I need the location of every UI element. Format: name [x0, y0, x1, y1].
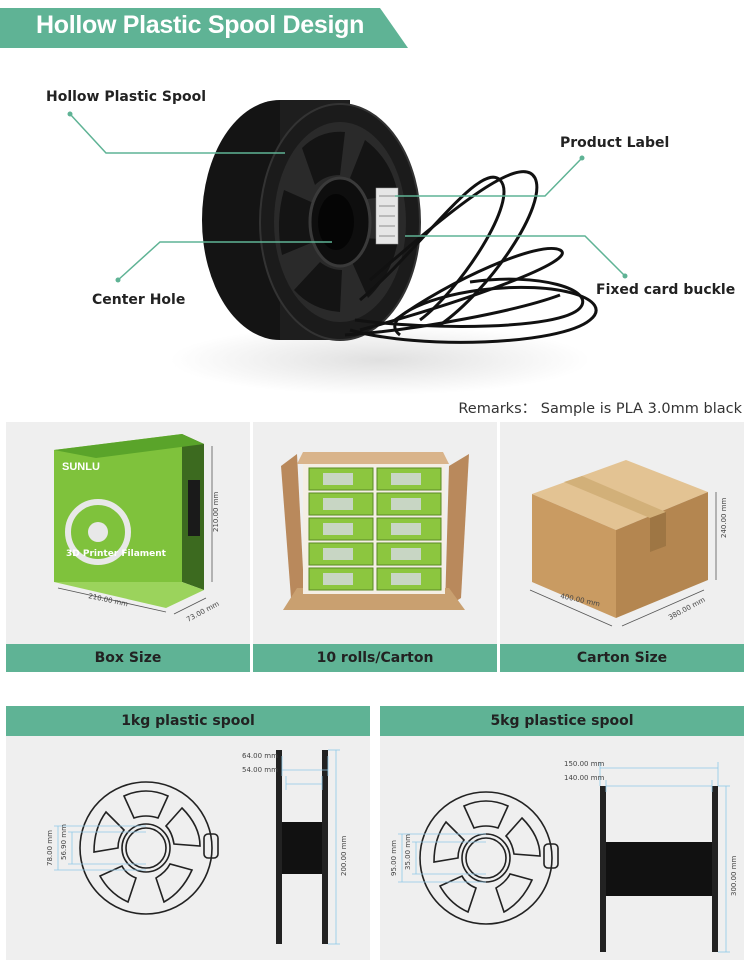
callout-card-buckle: Fixed card buckle	[596, 282, 736, 298]
carton-size-label: Carton Size	[500, 644, 744, 672]
spool-illustration	[67, 100, 628, 395]
spec-1kg-title: 1kg plastic spool	[6, 706, 370, 736]
spec-1kg-hub-dia: 78.00 mm	[46, 830, 54, 866]
page-title: Hollow Plastic Spool Design	[36, 11, 365, 39]
carton-box-window	[323, 523, 353, 535]
box-depth-dim: 73.00 mm	[185, 600, 221, 624]
carton-rolls-label: 10 rolls/Carton	[253, 644, 497, 672]
carton-box-window	[323, 548, 353, 560]
box-height-dim: 210.00 mm	[212, 491, 220, 532]
carton-box-window	[323, 573, 353, 585]
carton-box-window	[323, 498, 353, 510]
carton-box-window	[391, 498, 421, 510]
carton-size-panel: 400.00 mm 380.00 mm 240.00 mm Carton Siz…	[500, 422, 744, 672]
spec-5kg-panel: 5kg plastice spool 150.00	[380, 706, 744, 960]
carton-box-window	[391, 548, 421, 560]
spec-5kg-hole-dia: 35.00 mm	[404, 834, 412, 870]
carton-box-window	[391, 473, 421, 485]
open-carton-illustration	[281, 452, 469, 610]
carton-height-dim: 240.00 mm	[720, 497, 728, 538]
carton-box-window	[391, 523, 421, 535]
spec-5kg-diameter: 300.00 mm	[730, 855, 738, 896]
box-brand: SUNLU	[62, 461, 100, 473]
spec-1kg-outer-width: 64.00 mm	[242, 752, 278, 760]
callout-product-label: Product Label	[560, 135, 670, 151]
spec-5kg-outer-width: 150.00 mm	[564, 760, 605, 768]
title-banner	[0, 8, 408, 48]
spec-1kg-inner-width: 54.00 mm	[242, 766, 278, 774]
remarks-text: Remarks： Sample is PLA 3.0mm black	[458, 401, 742, 417]
spec-1kg-diameter: 200.00 mm	[340, 835, 348, 876]
callout-center-hole: Center Hole	[92, 292, 186, 308]
box-product: 3D Printer Filament	[66, 549, 167, 559]
carton-illustration: 400.00 mm 380.00 mm 240.00 mm	[529, 460, 728, 627]
carton-width-dim: 380.00 mm	[667, 596, 707, 622]
carton-box-window	[391, 573, 421, 585]
spec-5kg-inner-width: 140.00 mm	[564, 774, 605, 782]
box-illustration: SUNLU 3D Printer Filament 210.00 mm 210.…	[54, 434, 221, 624]
spool-5kg-drawing: 150.00 mm 140.00 mm 95.00 mm 35.00 mm 30…	[390, 760, 738, 953]
callout-hollow-spool: Hollow Plastic Spool	[46, 89, 207, 105]
box-size-label: Box Size	[6, 644, 250, 672]
spec-5kg-title: 5kg plastice spool	[380, 706, 744, 736]
carton-rolls-panel: 10 rolls/Carton	[253, 422, 497, 672]
spool-1kg-drawing: 64.00 mm 54.00 mm 78.00 mm 56.90 mm 200.…	[46, 749, 348, 945]
spec-5kg-hub-dia: 95.00 mm	[390, 840, 398, 876]
spec-1kg-panel: 1kg plastic spool 64.00 m	[6, 706, 370, 960]
spec-1kg-hole-dia: 56.90 mm	[60, 824, 68, 860]
box-size-panel: SUNLU 3D Printer Filament 210.00 mm 210.…	[6, 422, 250, 672]
carton-box-window	[323, 473, 353, 485]
